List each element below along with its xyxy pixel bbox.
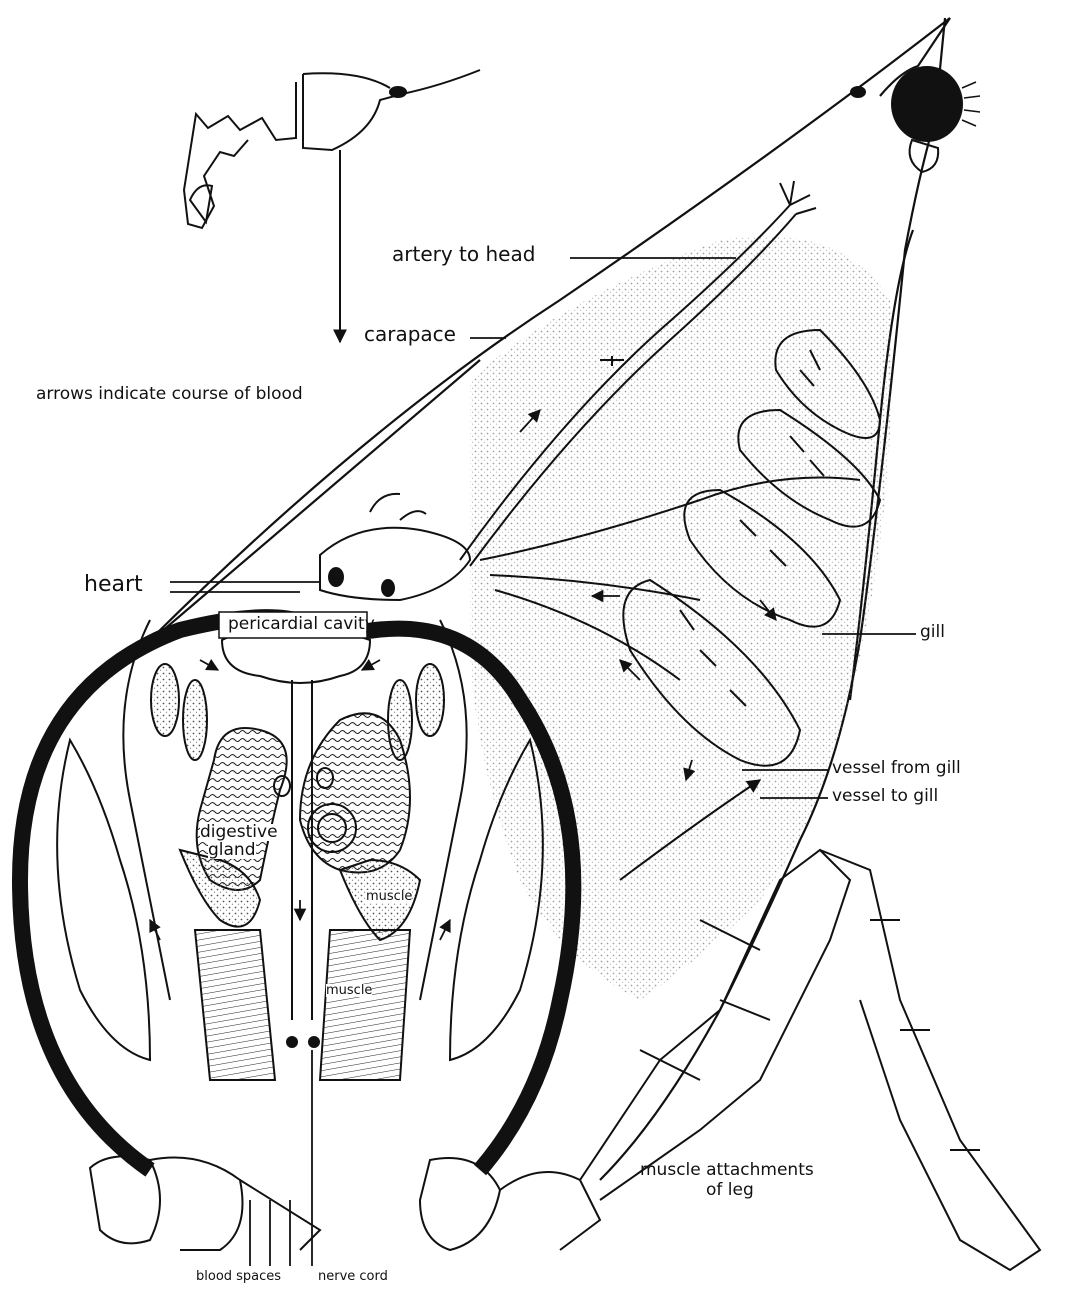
label-vessel-from-gill: vessel from gill — [832, 760, 961, 777]
label-gill: gill — [920, 624, 945, 641]
label-digestive: digestive — [200, 824, 278, 841]
label-artery-to-head: artery to head — [392, 244, 535, 264]
label-vessel-to-gill: vessel to gill — [832, 788, 938, 805]
label-muscle-lower: muscle — [326, 984, 372, 997]
label-muscle-upper: muscle — [366, 890, 412, 903]
label-arrows-note: arrows indicate course of blood — [36, 386, 303, 403]
label-blood-spaces: blood spaces — [196, 1270, 281, 1283]
label-gland: gland — [208, 842, 256, 859]
stippled-cavity — [470, 236, 892, 1000]
label-carapace: carapace — [364, 324, 456, 344]
label-nerve-cord: nerve cord — [318, 1270, 388, 1283]
label-muscle-attachments: muscle attachments — [640, 1162, 814, 1179]
eye — [850, 66, 980, 172]
inset-whole-animal — [184, 70, 480, 342]
heart-organ — [320, 494, 470, 600]
label-heart: heart — [84, 574, 143, 596]
label-pericardial-cavity: pericardial cavity — [228, 616, 375, 633]
label-of-leg: of leg — [706, 1182, 754, 1199]
